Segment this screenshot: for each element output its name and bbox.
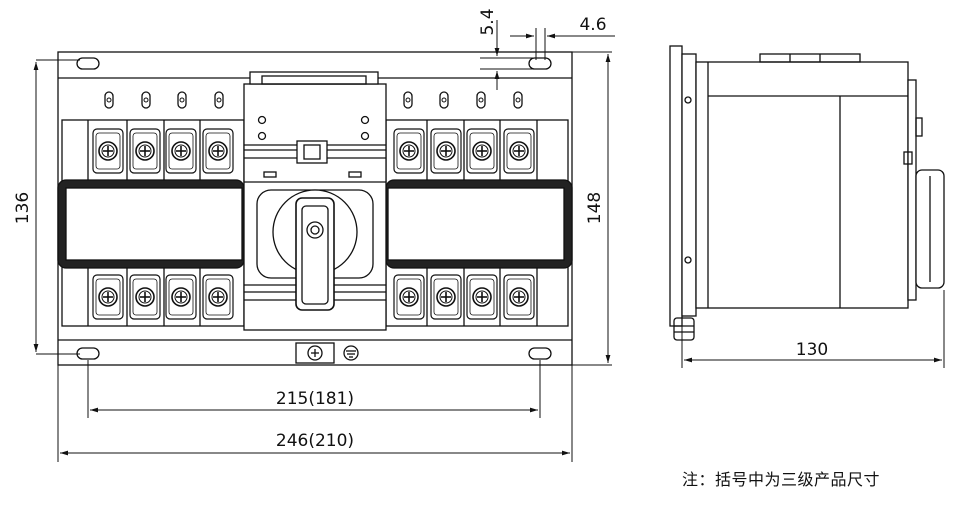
earth-screw [307,345,323,361]
dim-215: 215(181) [276,389,354,409]
dim-148: 148 [585,192,605,224]
front-view [57,51,573,366]
mount-hole-top-left [76,57,100,70]
indicator-window [296,140,328,164]
dim-136: 136 [13,192,33,224]
footnote: 注：括号中为三级产品尺寸 [682,470,881,489]
side-terminal-screw [673,317,695,341]
dim-246: 246(210) [276,431,354,451]
dimension-lines [33,20,945,462]
dim-130: 130 [796,340,828,360]
dim-4-6: 4.6 [579,15,606,35]
side-view [669,45,945,341]
earth-symbol [343,345,359,361]
mount-hole-bottom-right [528,347,552,360]
dim-5-4: 5.4 [478,8,498,35]
